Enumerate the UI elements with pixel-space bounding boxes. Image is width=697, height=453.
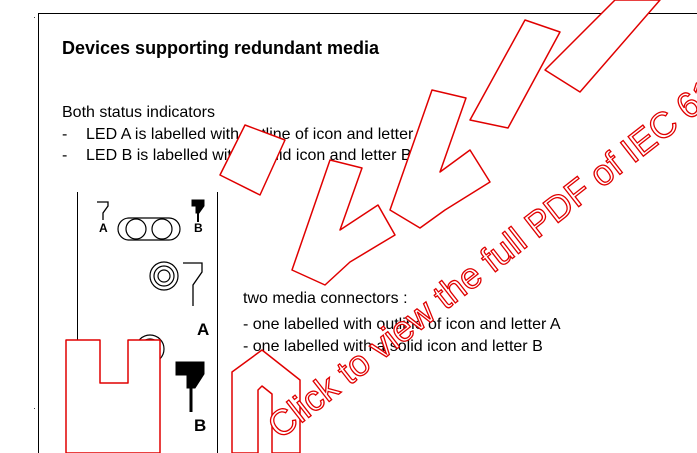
connector-b-middle-ring [139, 338, 161, 360]
connector-a-outer-ring [149, 261, 179, 291]
connector-item-b: - one labelled with a solid icon and let… [243, 338, 543, 355]
connector-b-inner-ring [143, 342, 157, 356]
slide-frame [38, 13, 697, 453]
status-indicator-capsule [117, 217, 181, 241]
device-panel-right-edge [217, 192, 218, 453]
led-a-outline-icon [97, 201, 109, 220]
corner-dot [34, 408, 35, 409]
device-panel-left-edge [77, 192, 78, 392]
bullet-marker: - [62, 126, 68, 143]
status-intro: Both status indicators [62, 104, 215, 121]
led-a-letter: A [99, 221, 108, 235]
connectors-intro: two media connectors : [243, 290, 408, 307]
led-b-circle [151, 218, 173, 240]
led-a-circle [125, 218, 147, 240]
slide-title: Devices supporting redundant media [62, 38, 380, 58]
connector-b-solid-icon [175, 361, 205, 389]
connector-a-inner-ring [157, 269, 171, 283]
corner-dot [34, 17, 35, 18]
bullet-marker: - [62, 147, 68, 164]
connector-b-letter: B [194, 416, 207, 435]
connector-a-outline-icon [183, 262, 203, 306]
connector-a-middle-ring [153, 265, 175, 287]
led-b-letter: B [194, 221, 203, 235]
led-b-solid-icon [191, 199, 205, 214]
connector-item-a: - one labelled with outline of icon and … [243, 316, 561, 333]
connector-a-letter: A [197, 320, 210, 339]
